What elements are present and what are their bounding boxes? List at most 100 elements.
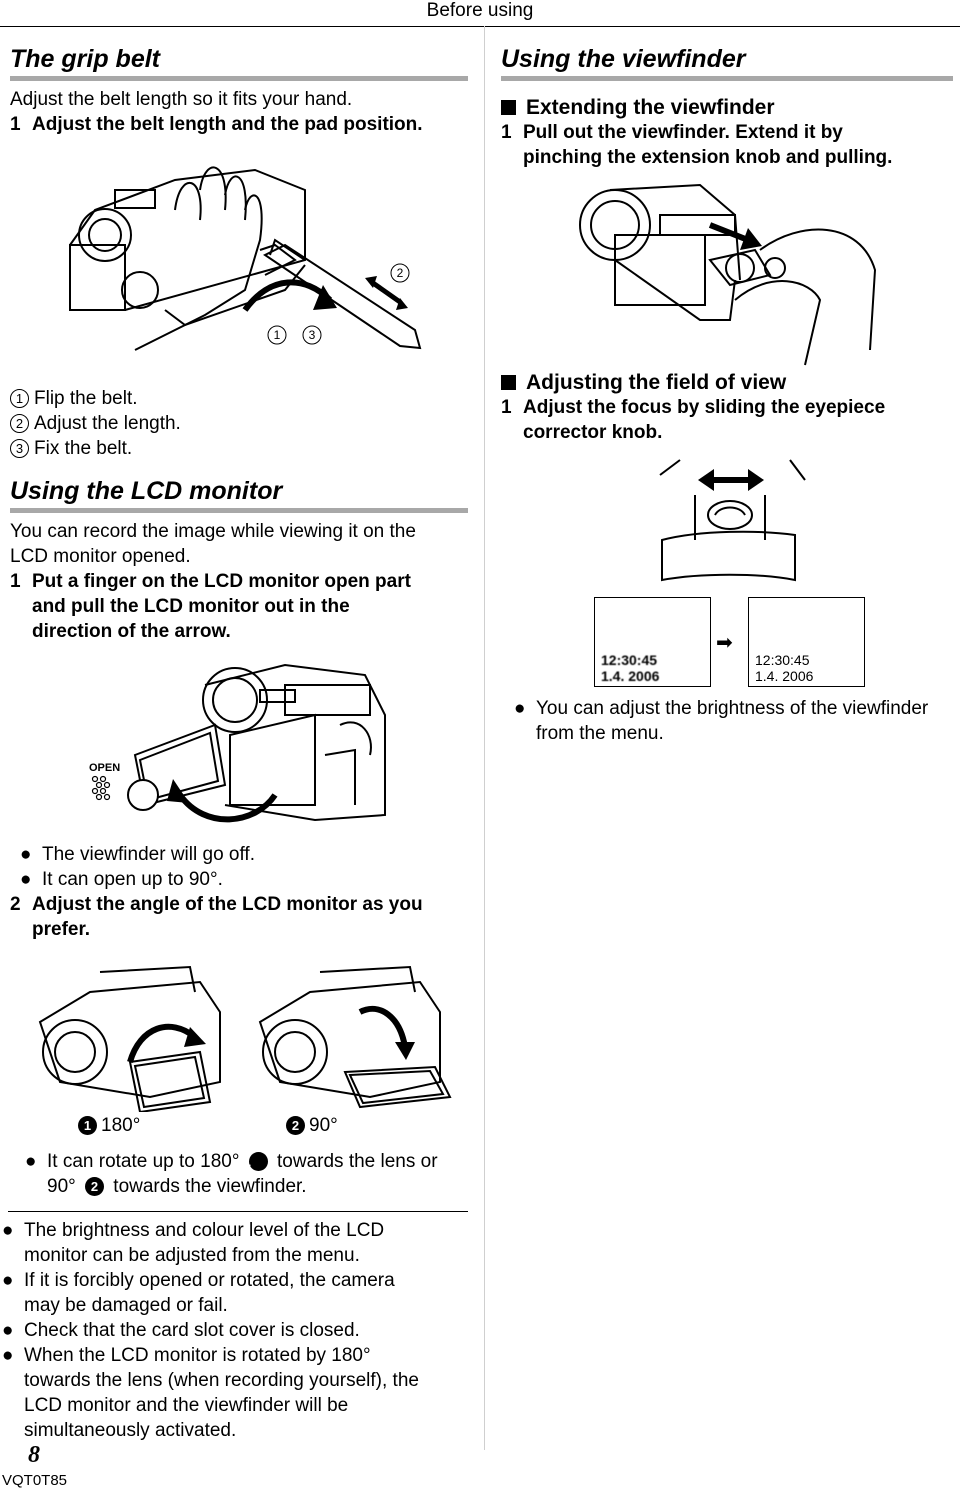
viewfinder-sharp-frame: 12:30:45 1.4. 2006: [748, 597, 865, 687]
running-header: Before using: [426, 0, 534, 21]
callout-1: 1: [274, 328, 281, 342]
callout-3: 3: [309, 328, 316, 342]
bullet-icon: ●: [2, 1345, 14, 1366]
grip-list-1: 1 Flip the belt.: [10, 386, 138, 411]
rotate-text-b: towards the lens or: [277, 1151, 438, 1172]
rotate-text-d: towards the viewfinder.: [113, 1176, 307, 1197]
note-line: monitor can be adjusted from the menu.: [24, 1245, 360, 1266]
filled-marker-2: 2: [85, 1177, 105, 1196]
bullet-icon: ●: [514, 698, 526, 719]
note-line: The brightness and colour level of the L…: [24, 1220, 385, 1241]
grip-title-bar: [10, 76, 468, 81]
grip-belt-title: The grip belt: [10, 45, 160, 73]
note-item: ● The brightness and colour level of the …: [2, 1218, 472, 1243]
list-text: Adjust the length.: [34, 413, 181, 434]
extending-heading: Extending the viewfinder: [501, 95, 775, 121]
notes-rule: [8, 1211, 468, 1212]
bullet-icon: ●: [2, 1270, 14, 1291]
viewfinder-blurry-frame: 12:30:45 1.4. 2006: [594, 597, 711, 687]
sharp-date: 1.4. 2006: [755, 668, 814, 684]
circled-number: 3: [10, 439, 29, 458]
grip-list-2: 2 Adjust the length.: [10, 411, 181, 436]
bullet-icon: ●: [2, 1220, 14, 1241]
doc-code: VQT0T85: [2, 1472, 68, 1489]
list-text: Flip the belt.: [34, 388, 138, 409]
circled-number: 2: [10, 414, 29, 433]
notes-list: ● The brightness and colour level of the …: [2, 1218, 472, 1443]
brightness-bullet: ● You can adjust the brightness of the vi…: [514, 696, 960, 746]
header-rule: [0, 26, 960, 27]
grip-list-3: 3 Fix the belt.: [10, 436, 132, 461]
note-line: When the LCD monitor is rotated by 180°: [24, 1345, 371, 1366]
bullet-text-line-1: You can adjust the brightness of the vie…: [536, 698, 929, 719]
open-label: OPEN: [89, 762, 120, 774]
viewfinder-extend-illustration: [570, 180, 890, 370]
bullet-text-line-2: from the menu.: [536, 723, 664, 744]
bullet-text: It can open up to 90°.: [42, 869, 223, 890]
bullet-icon: ●: [25, 1151, 37, 1172]
bullet-icon: ●: [20, 869, 32, 890]
lcd-monitor-title: Using the LCD monitor: [10, 477, 283, 505]
lcd-rotate-90-illustration: [250, 962, 460, 1112]
filled-marker-1: 1: [78, 1116, 97, 1135]
grip-belt-illustration: 2 1 3: [55, 150, 455, 378]
note-line: If it is forcibly opened or rotated, the…: [24, 1270, 395, 1291]
rotate-bullet: ● It can rotate up to 180° 1 towards the …: [25, 1149, 497, 1199]
note-line: Check that the card slot cover is closed…: [24, 1320, 360, 1341]
grip-step-1: 1 Adjust the belt length and the pad posi…: [10, 112, 470, 137]
list-text: Fix the belt.: [34, 438, 133, 459]
step-text-line-1: Adjust the focus by sliding the eyepiece: [523, 397, 886, 418]
fov-step-1: 1 Adjust the focus by sliding the eyepiec…: [501, 395, 956, 445]
note-item: ● If it is forcibly opened or rotated, th…: [2, 1268, 472, 1293]
note-line: LCD monitor and the viewfinder will be: [24, 1395, 349, 1416]
bullet-icon: ●: [2, 1320, 14, 1341]
step-text-line-1: Pull out the viewfinder. Extend it by: [523, 122, 843, 143]
note-item: ● Check that the card slot cover is close…: [2, 1318, 472, 1343]
circled-number: 1: [10, 389, 29, 408]
step-text-line-2: prefer.: [32, 919, 91, 940]
rotate-text-c: 90°: [47, 1176, 76, 1197]
lcd-open-illustration: OPEN: [85, 655, 425, 835]
step-number: 2: [10, 894, 21, 915]
step-text: Adjust the belt length and the pad posit…: [32, 114, 423, 135]
step-number: 1: [501, 397, 512, 418]
page-number: 8: [28, 1442, 40, 1468]
heading-text: Adjusting the field of view: [526, 371, 787, 394]
filled-marker-1: 1: [244, 1152, 268, 1171]
blurry-date: 1.4. 2006: [601, 668, 660, 684]
square-marker-icon: [501, 100, 516, 115]
step-text-line-2: pinching the extension knob and pulling.: [523, 147, 893, 168]
bullet-text: The viewfinder will go off.: [42, 844, 255, 865]
label-text: 180°: [101, 1115, 141, 1136]
step-text-line-2: corrector knob.: [523, 422, 663, 443]
extend-step-1: 1 Pull out the viewfinder. Extend it by p…: [501, 120, 956, 170]
note-line: towards the lens (when recording yoursel…: [24, 1370, 419, 1391]
step-text-line-2: and pull the LCD monitor out in the: [32, 596, 350, 617]
rotate-text-a: It can rotate up to 180°: [47, 1151, 240, 1172]
lcd-title-bar: [10, 508, 468, 513]
grip-intro: Adjust the belt length so it fits your h…: [10, 89, 353, 110]
bullet-icon: ●: [20, 844, 32, 865]
eyepiece-knob-illustration: [640, 455, 820, 585]
step-number: 1: [10, 114, 21, 135]
note-line: simultaneously activated.: [24, 1420, 237, 1441]
step-text-line-1: Put a finger on the LCD monitor open par…: [32, 571, 411, 592]
column-divider: [484, 26, 485, 1450]
lcd-rotate-180-illustration: [30, 962, 230, 1112]
step-number: 1: [501, 122, 512, 143]
viewfinder-title-bar: [501, 76, 953, 81]
note-line: may be damaged or fail.: [24, 1295, 228, 1316]
lcd-intro: You can record the image while viewing i…: [10, 519, 475, 569]
heading-text: Extending the viewfinder: [526, 96, 775, 119]
lcd-bullet-1: ● The viewfinder will go off.: [20, 842, 492, 867]
field-of-view-heading: Adjusting the field of view: [501, 370, 786, 396]
filled-marker-2: 2: [286, 1116, 305, 1135]
blurry-time: 12:30:45: [601, 652, 658, 668]
viewfinder-title: Using the viewfinder: [501, 45, 746, 73]
note-item: ● When the LCD monitor is rotated by 180°: [2, 1343, 472, 1368]
step-text-line-3: direction of the arrow.: [32, 621, 231, 642]
